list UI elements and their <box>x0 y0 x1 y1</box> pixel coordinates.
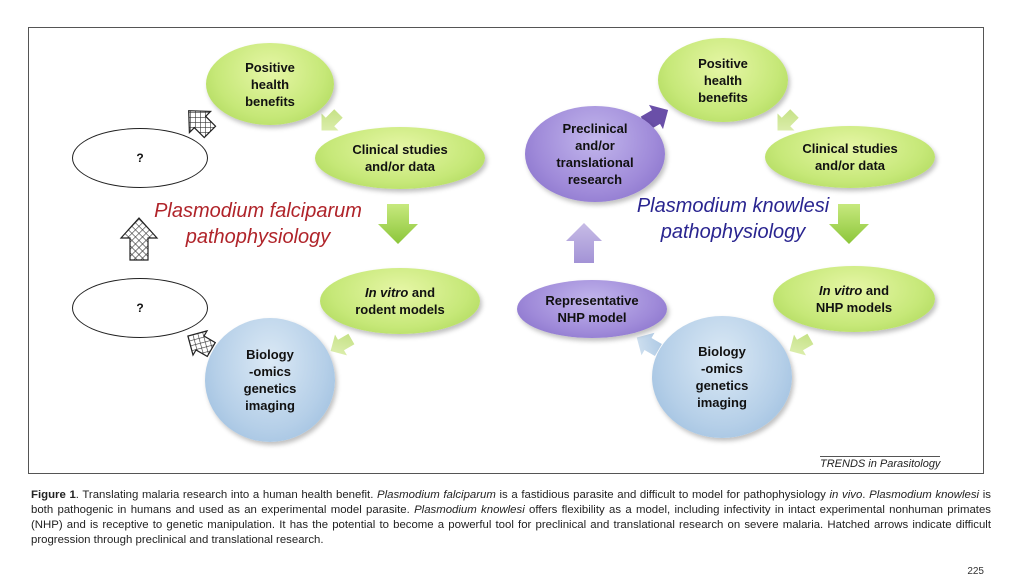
hatched-up-arrow-icon <box>119 217 159 261</box>
caption-label: Figure 1 <box>31 489 76 501</box>
right-clinical-node: Clinical studies and/or data <box>765 126 935 188</box>
pale-green-arrow-icon <box>321 109 343 131</box>
invitro-rest: and <box>862 283 890 298</box>
figure-caption: Figure 1. Translating malaria research i… <box>31 489 991 546</box>
pale-green-arrow-icon <box>789 333 814 356</box>
invitro-rest: and <box>408 285 436 300</box>
left-unknown-top-node: ? <box>72 128 208 188</box>
pale-blue-arrow-icon <box>636 332 662 357</box>
hatched-arrow-icon <box>188 110 217 139</box>
right-biology-node: Biology -omics genetics imaging <box>652 316 792 438</box>
invitro-italic: In vitro <box>818 283 863 298</box>
hatched-arrow-icon <box>187 329 217 358</box>
source-label: TRENDS in Parasitology <box>820 456 941 470</box>
falciparum-title: Plasmodium falciparum pathophysiology <box>154 200 362 248</box>
right-invitro-node: In vitro and NHP models <box>773 266 935 332</box>
green-down-arrow-icon <box>829 204 869 244</box>
right-preclinical-node: Preclinical and/or translational researc… <box>525 106 665 202</box>
left-biology-node: Biology -omics genetics imaging <box>205 318 335 442</box>
knowlesi-title: Plasmodium knowlesi pathophysiology <box>636 195 830 243</box>
left-positive-health-node: Positive health benefits <box>206 43 334 125</box>
pale-green-arrow-icon <box>330 333 355 356</box>
pale-purple-up-arrow-icon <box>566 223 602 263</box>
page-number: 225 <box>967 566 984 577</box>
left-invitro-node: In vitro and rodent models <box>320 268 480 334</box>
right-representative-node: Representative NHP model <box>517 280 667 338</box>
pale-green-arrow-icon <box>777 109 799 131</box>
diagram-arrows <box>119 104 869 358</box>
invitro-italic: In vitro <box>364 285 409 300</box>
right-positive-health-node: Positive health benefits <box>658 38 788 122</box>
left-unknown-bottom-node: ? <box>72 278 208 338</box>
figure-frame <box>28 27 984 474</box>
green-down-arrow-icon <box>378 204 418 244</box>
left-clinical-node: Clinical studies and/or data <box>315 127 485 189</box>
